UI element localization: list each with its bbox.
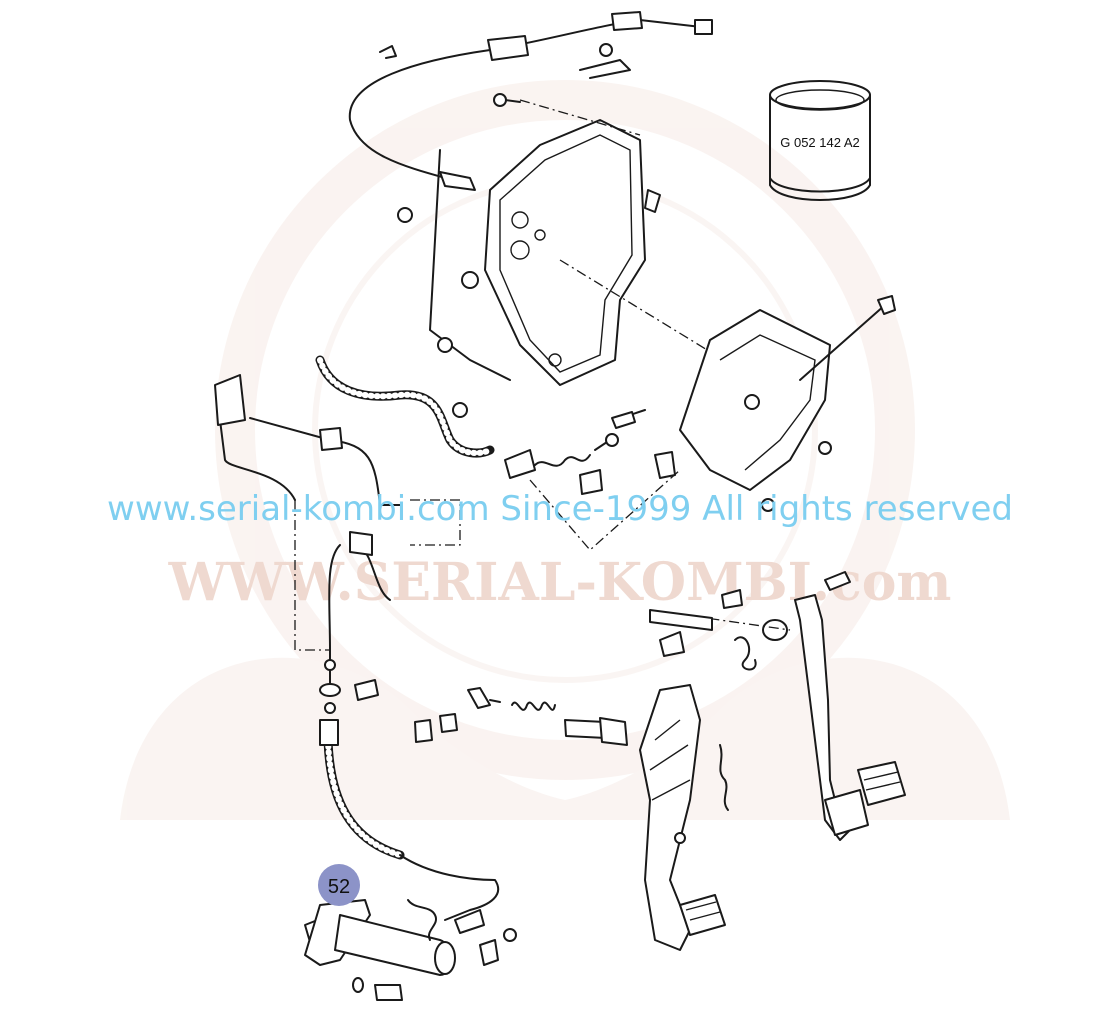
- callout-52[interactable]: 52: [318, 864, 360, 906]
- brake-pedal: [639, 684, 729, 951]
- part-number-label: G 052 142 A2: [780, 135, 860, 150]
- pedal-bracket: [397, 93, 741, 418]
- pushrod-assembly: [414, 409, 681, 746]
- callout-number: 52: [328, 876, 350, 898]
- watermark-text: www.serial-kombi.com Since-1999 All righ…: [107, 489, 1013, 529]
- master-cylinder-bracket: [679, 295, 896, 512]
- watermark-logo-text: WWW.SERIAL-KOMBI.com: [168, 552, 952, 613]
- clutch-cable: [348, 11, 713, 191]
- hydraulic-lines: [214, 355, 500, 921]
- gauge-ring-part: G 052 142 A2: [769, 80, 871, 201]
- slave-cylinder: [304, 899, 517, 1001]
- clutch-pedal: [649, 571, 906, 841]
